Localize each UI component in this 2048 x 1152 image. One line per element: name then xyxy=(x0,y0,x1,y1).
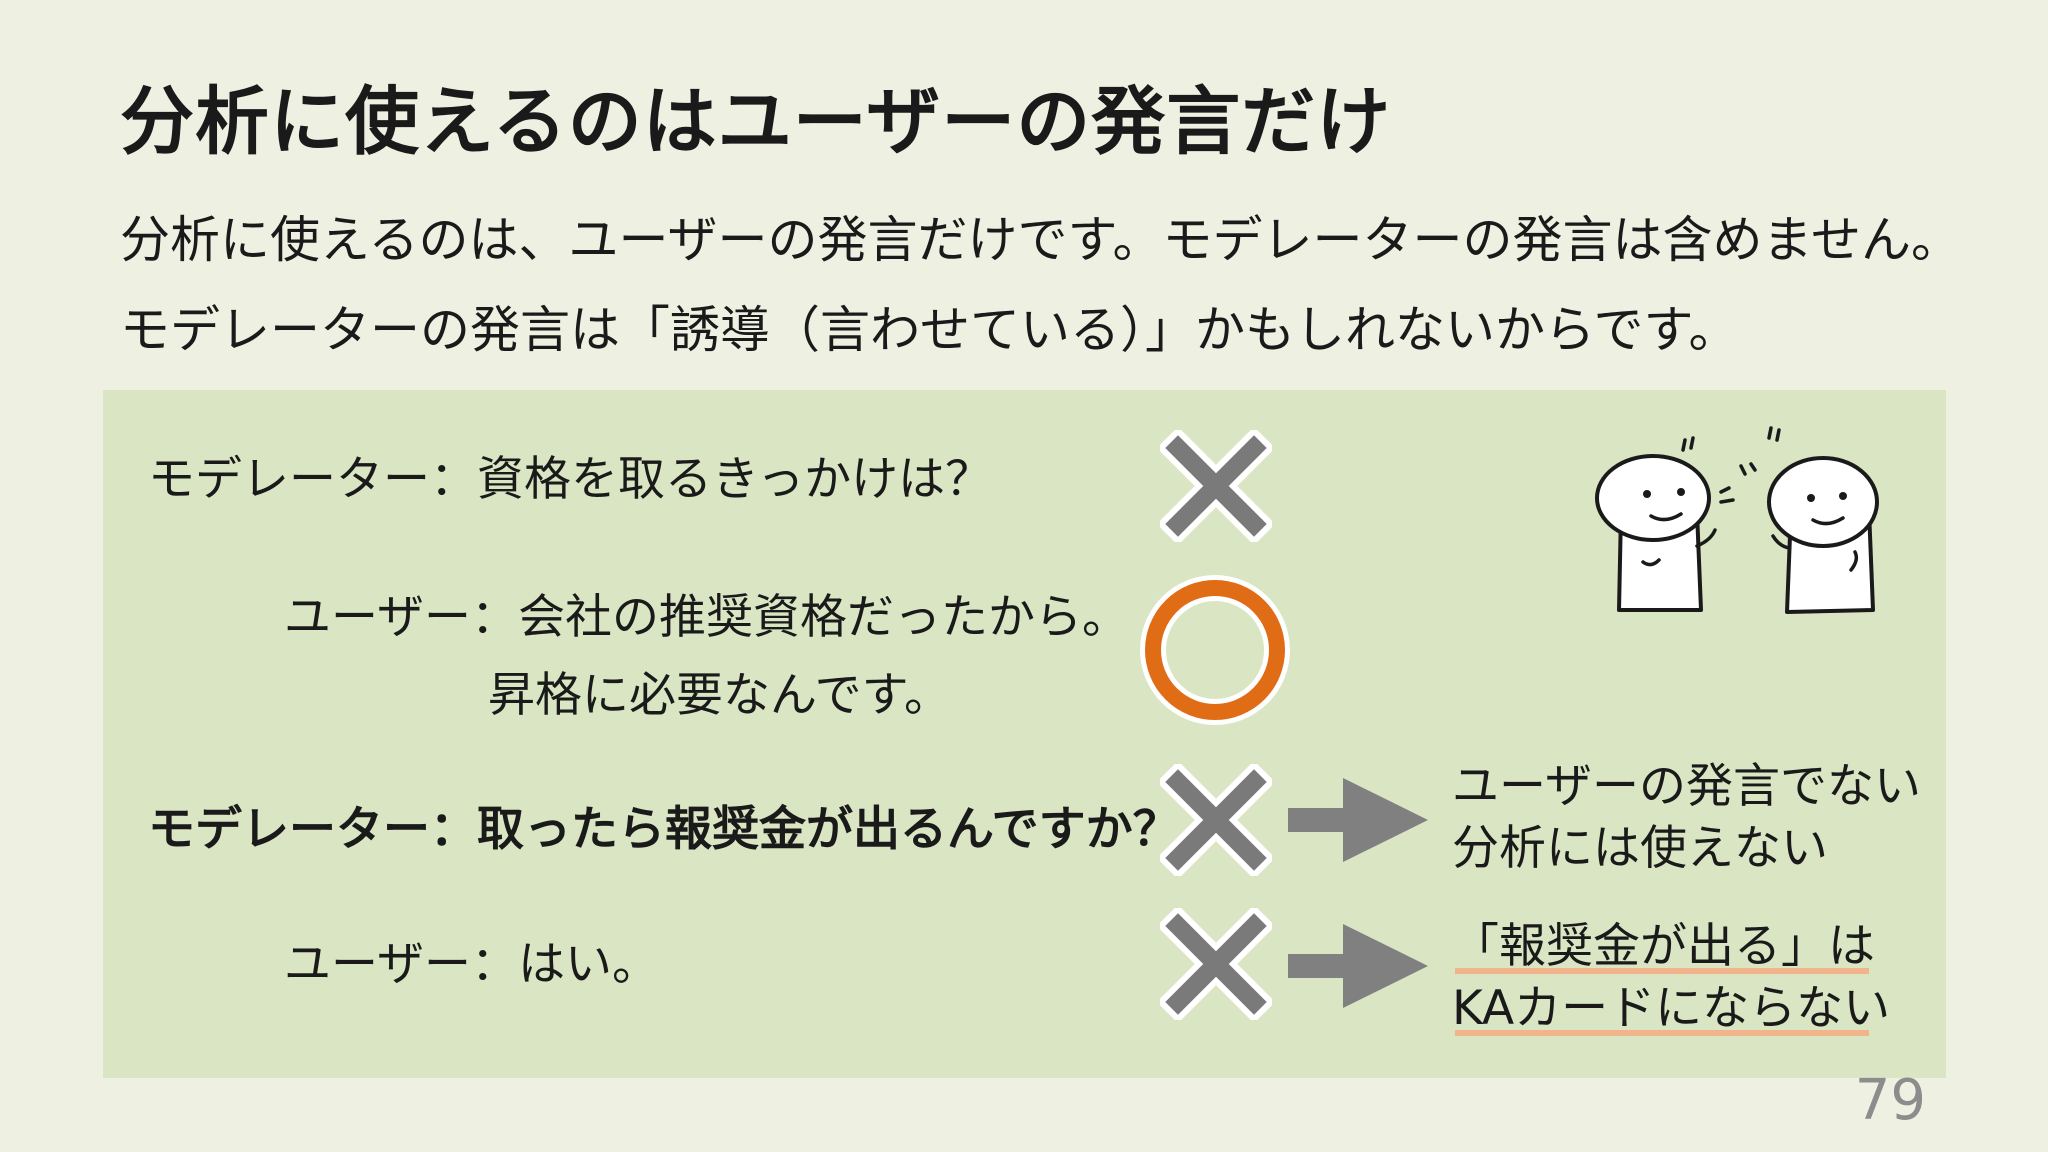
utterance-text: 会社の推奨資格だったから。 xyxy=(518,590,1130,645)
utterance-text: 取ったら報奨金が出るんですか？ xyxy=(477,802,1180,857)
dialog-row-2-line2: 昇格に必要なんです。 xyxy=(488,668,951,723)
cross-icon xyxy=(1160,430,1272,542)
talking-characters-illustration xyxy=(1595,426,1879,614)
note-line: ユーザーの発言でない xyxy=(1452,759,1922,814)
right-arrow-icon xyxy=(1288,778,1428,862)
utterance-text: はい。 xyxy=(518,937,660,992)
speaker-label: ユーザー： xyxy=(284,590,519,645)
utterance-text: 資格を取るきっかけは？ xyxy=(477,452,993,507)
circle-icon xyxy=(1140,575,1290,725)
note-not-ka-card: 「報奨金が出る」は KAカードにならない xyxy=(1452,916,1890,1040)
dialog-row-1: モデレーター：資格を取るきっかけは？ xyxy=(148,440,992,509)
highlight-underline xyxy=(1455,1030,1869,1036)
cross-icon xyxy=(1160,764,1272,876)
speaker-label: モデレーター： xyxy=(148,802,477,857)
cross-icon xyxy=(1160,908,1272,1020)
note-line: 分析には使えない xyxy=(1452,821,1828,876)
note-not-user-speech: ユーザーの発言でない 分析には使えない xyxy=(1452,756,1921,880)
speaker-label: ユーザー： xyxy=(284,937,519,992)
dialog-row-3: モデレーター：取ったら報奨金が出るんですか？ xyxy=(148,790,1180,859)
dialog-row-4: ユーザー：はい。 xyxy=(284,925,659,994)
page-number: 79 xyxy=(1854,1068,1926,1133)
note-line: 「報奨金が出る」は xyxy=(1452,919,1875,974)
highlight-underline xyxy=(1455,968,1869,974)
lead-text-line1: 分析に使えるのは、ユーザーの発言だけです。モデレーターの発言は含めません。 xyxy=(120,211,1961,269)
speaker-label: モデレーター： xyxy=(148,452,477,507)
lead-text-line2: モデレーターの発言は「誘導（言わせている）」かもしれないからです。 xyxy=(120,301,1739,359)
right-arrow-icon xyxy=(1288,924,1428,1008)
dialog-row-2: ユーザー：会社の推奨資格だったから。 xyxy=(284,578,1129,647)
note-line: KAカードにならない xyxy=(1452,981,1891,1036)
slide-title: 分析に使えるのはユーザーの発言だけ xyxy=(120,79,1392,165)
